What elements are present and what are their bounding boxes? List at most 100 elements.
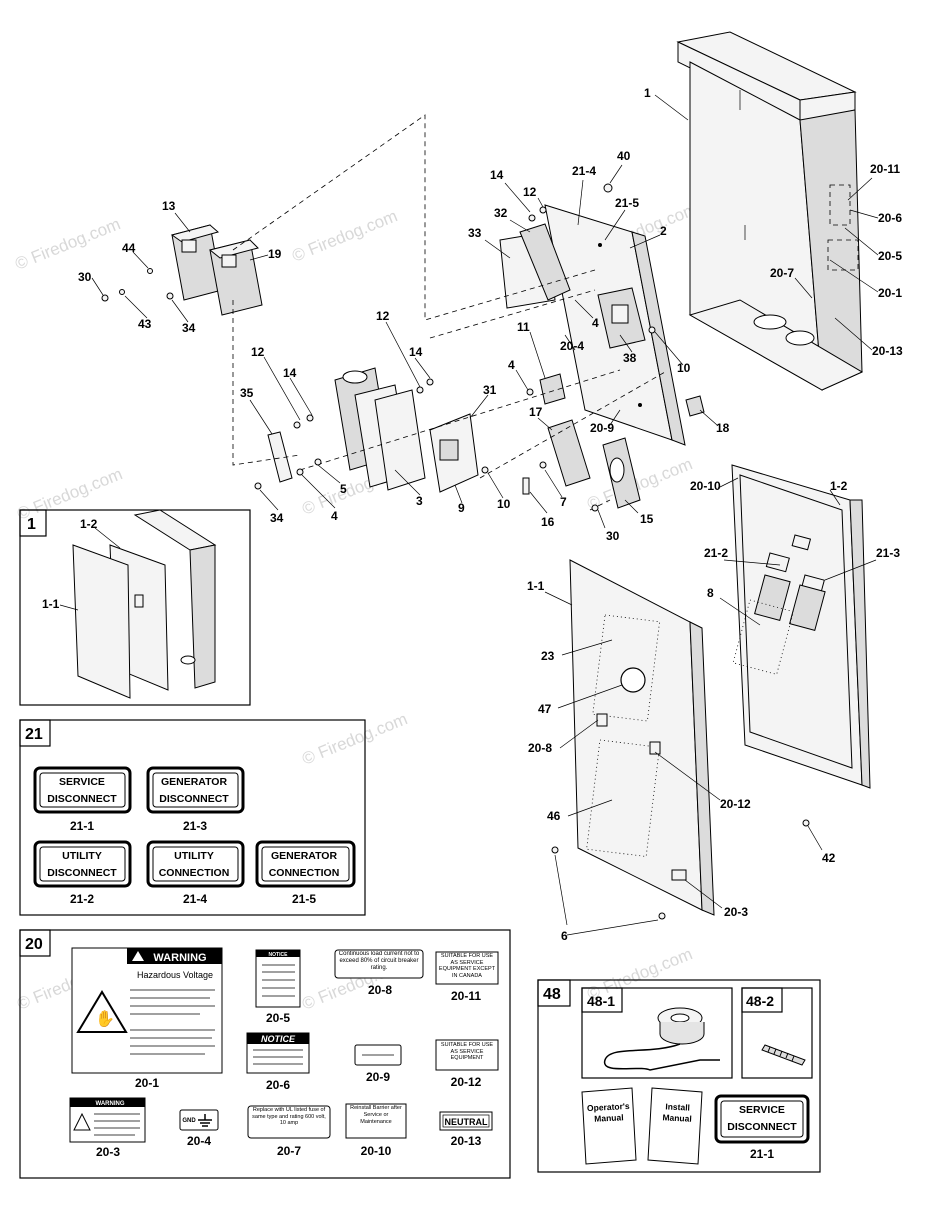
callout: 20-8 bbox=[528, 741, 552, 755]
svg-text:20-1: 20-1 bbox=[135, 1076, 159, 1090]
svg-text:NEUTRAL: NEUTRAL bbox=[445, 1117, 488, 1127]
control-board bbox=[429, 413, 479, 493]
decal-20-6: NOTICE 20-6 bbox=[246, 1032, 310, 1092]
svg-text:SERVICE: SERVICE bbox=[59, 776, 105, 788]
inset-box-20: 20 WARNING Hazardous Voltage ✋ 20-1 NOTI… bbox=[19, 929, 511, 1179]
front-door bbox=[569, 559, 715, 916]
enclosure bbox=[676, 31, 864, 391]
callout: 12 bbox=[376, 309, 390, 323]
callout: 11 bbox=[517, 320, 530, 334]
relay-38 bbox=[597, 287, 646, 349]
svg-text:48-1: 48-1 bbox=[587, 993, 615, 1009]
svg-text:20-5: 20-5 bbox=[266, 1011, 290, 1025]
svg-text:21-3: 21-3 bbox=[183, 819, 207, 833]
svg-text:GND: GND bbox=[182, 1118, 196, 1124]
callout: 4 bbox=[508, 358, 515, 372]
current-sensor-icon bbox=[604, 1007, 720, 1071]
decal-21-5: GENERATOR CONNECTION 21-5 bbox=[255, 840, 356, 906]
svg-text:20-9: 20-9 bbox=[366, 1070, 390, 1084]
decal-20-12: SUITABLE FOR USE AS SERVICE EQUIPMENT 20… bbox=[435, 1039, 499, 1089]
callout: 1 bbox=[644, 86, 651, 100]
inset-box-48: 48 48-1 48-2 Operator's Manual bbox=[537, 979, 821, 1173]
callout: 4 bbox=[331, 509, 338, 523]
decal-20-10: Reinstall Barrier after Service or Maint… bbox=[345, 1103, 407, 1158]
screws bbox=[101, 183, 810, 920]
callout: 5 bbox=[340, 482, 347, 496]
callout: 6 bbox=[561, 929, 568, 943]
svg-text:CONNECTION: CONNECTION bbox=[269, 867, 340, 879]
svg-text:20-12: 20-12 bbox=[451, 1075, 482, 1089]
svg-text:WARNING: WARNING bbox=[96, 1101, 125, 1107]
decal-21-2: UTILITY DISCONNECT 21-2 bbox=[33, 840, 132, 906]
watermark: © Firedog.com bbox=[299, 709, 410, 768]
watermark: © Firedog.com bbox=[14, 464, 125, 523]
callout: 18 bbox=[716, 421, 730, 435]
operators-manual: Operator's Manual bbox=[581, 1087, 637, 1165]
decal-20-1: WARNING Hazardous Voltage ✋ 20-1 bbox=[71, 947, 223, 1090]
decal-20-7: Replace with UL listed fuse of same type… bbox=[247, 1105, 331, 1158]
callout: 20-11 bbox=[870, 162, 900, 176]
callout: 21-2 bbox=[704, 546, 728, 560]
callout: 17 bbox=[529, 405, 543, 419]
svg-text:21-2: 21-2 bbox=[70, 892, 94, 906]
decal-20-9: 20-9 bbox=[354, 1044, 402, 1084]
callout: 14 bbox=[283, 366, 297, 380]
leader-lines bbox=[91, 94, 879, 936]
callout: 20-4 bbox=[560, 339, 584, 353]
ground-icon bbox=[198, 1114, 212, 1127]
callout: 46 bbox=[547, 809, 561, 823]
svg-text:GENERATOR: GENERATOR bbox=[271, 850, 338, 862]
callout: 20-5 bbox=[878, 249, 902, 263]
install-manual: Install Manual bbox=[647, 1087, 703, 1165]
screw-icon bbox=[761, 1044, 806, 1066]
box-number: 21 bbox=[25, 726, 43, 743]
callout: 20-13 bbox=[872, 344, 903, 358]
callout: 34 bbox=[270, 511, 284, 525]
breaker-assembly bbox=[334, 367, 426, 491]
callout: 23 bbox=[541, 649, 555, 663]
callout: 32 bbox=[494, 206, 508, 220]
svg-text:48-2: 48-2 bbox=[746, 993, 774, 1009]
decal-20-11: SUITABLE FOR USE AS SERVICE EQUIPMENT EX… bbox=[435, 951, 499, 1003]
callout: 4 bbox=[592, 316, 599, 330]
callout: 10 bbox=[677, 361, 691, 375]
box-number: 48 bbox=[543, 986, 561, 1003]
svg-text:21-5: 21-5 bbox=[292, 892, 316, 906]
svg-text:NOTICE: NOTICE bbox=[269, 952, 289, 958]
svg-text:20-7: 20-7 bbox=[277, 1144, 301, 1158]
decal-20-3: WARNING 20-3 bbox=[69, 1097, 146, 1159]
callout: 1-2 bbox=[80, 517, 98, 531]
callout: 7 bbox=[560, 495, 567, 509]
svg-text:DISCONNECT: DISCONNECT bbox=[47, 793, 117, 805]
svg-text:20-8: 20-8 bbox=[368, 983, 392, 997]
callout: 2 bbox=[660, 224, 667, 238]
callout: 19 bbox=[268, 247, 282, 261]
decal-20-13: NEUTRAL 20-13 bbox=[439, 1111, 493, 1148]
callout: 15 bbox=[640, 512, 654, 526]
callout: 31 bbox=[483, 383, 497, 397]
svg-text:21-4: 21-4 bbox=[183, 892, 207, 906]
callout: 40 bbox=[617, 149, 631, 163]
callout: 20-6 bbox=[878, 211, 902, 225]
watermark: © Firedog.com bbox=[289, 206, 400, 265]
callout: 20-1 bbox=[878, 286, 902, 300]
svg-text:✋: ✋ bbox=[95, 1009, 115, 1028]
box-number: 1 bbox=[27, 516, 36, 533]
callout: 20-9 bbox=[590, 421, 614, 435]
inset-box-21: 21 SERVICE DISCONNECT 21-1 GENERATOR DIS… bbox=[19, 719, 366, 916]
svg-text:21-1: 21-1 bbox=[750, 1147, 774, 1161]
decal-21-1: SERVICE DISCONNECT 21-1 bbox=[33, 766, 132, 833]
callout: 14 bbox=[490, 168, 504, 182]
svg-text:WARNING: WARNING bbox=[153, 952, 206, 964]
callout: 21-5 bbox=[615, 196, 639, 210]
callout: 1-1 bbox=[42, 597, 60, 611]
svg-text:NOTICE: NOTICE bbox=[261, 1034, 296, 1044]
callout: 44 bbox=[122, 241, 136, 255]
svg-text:DISCONNECT: DISCONNECT bbox=[47, 867, 117, 879]
callout: 33 bbox=[468, 226, 482, 240]
callout: 20-3 bbox=[724, 905, 748, 919]
door-inner-panel bbox=[731, 464, 871, 789]
watermark: © Firedog.com bbox=[12, 214, 123, 273]
svg-text:SERVICE: SERVICE bbox=[739, 1104, 785, 1116]
